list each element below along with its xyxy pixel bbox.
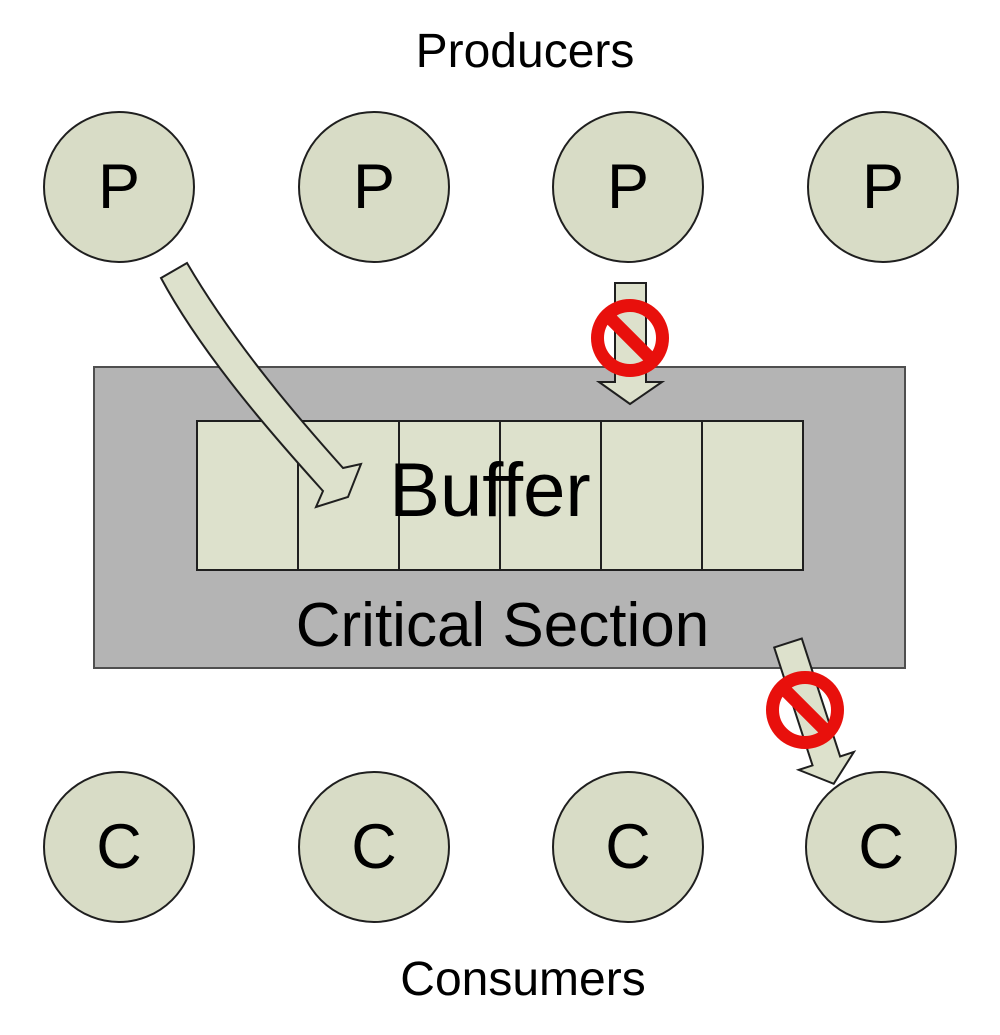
producer-node-2: P [298, 111, 450, 263]
critical-section-label: Critical Section [295, 591, 710, 660]
consumers-title: Consumers [400, 953, 646, 1006]
producer-node-1: P [43, 111, 195, 263]
buffer-label: Buffer [389, 448, 591, 533]
buffer-row [196, 420, 804, 571]
consumer-node-2: C [298, 771, 450, 923]
producer-node-3: P [552, 111, 704, 263]
no-entry-icon [591, 299, 669, 377]
no-entry-bar [602, 310, 658, 366]
no-entry-bar [777, 682, 833, 738]
buffer-slot [499, 420, 602, 571]
consumer-node-1: C [43, 771, 195, 923]
producers-title: Producers [415, 25, 635, 78]
consumer-node-3: C [552, 771, 704, 923]
no-entry-ring [766, 671, 844, 749]
producer-node-4: P [807, 111, 959, 263]
buffer-slot [701, 420, 804, 571]
buffer-slot [600, 420, 703, 571]
no-entry-ring [591, 299, 669, 377]
consumer-node-4: C [805, 771, 957, 923]
no-entry-icon [766, 671, 844, 749]
